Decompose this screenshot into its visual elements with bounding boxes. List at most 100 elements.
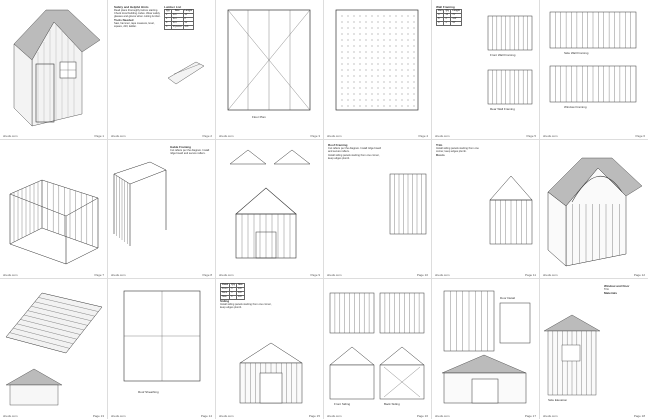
page-doors: Door Detail sheds.com Page 17 — [432, 279, 540, 419]
page-number: Page 8 — [202, 273, 212, 278]
front-siding-drawing — [239, 343, 303, 404]
side-elevation-label: Side Elevation — [548, 398, 568, 402]
page-roof-frame: sheds.com Page 12 — [540, 140, 648, 280]
shed-perspective-drawing — [13, 9, 101, 127]
page-side-framing: Side Wall Framing Window Framing sheds.c… — [540, 0, 648, 140]
page-frame-perspective: sheds.com Page 7 — [0, 139, 108, 280]
rafter-cell: 4 — [443, 21, 452, 26]
front-wall-label: Front Wall Framing — [490, 53, 516, 57]
lumber-cell: Length — [182, 9, 195, 14]
page-number: Page 12 — [633, 273, 645, 278]
windows-notes: Window and Door Trim Materials — [604, 285, 644, 295]
page-number: Page 4 — [418, 133, 428, 138]
side-wall-framing-drawing: Side Wall Framing Window Framing — [549, 11, 637, 109]
page-number: Page 14 — [200, 414, 212, 418]
page-number: Page 3 — [310, 133, 320, 138]
page-side-elevation: Side Elevation Window and Door Trim Mate… — [540, 279, 648, 419]
page-roof-sheathing: sheds.com Page 13 — [0, 279, 108, 419]
gable-table-block: Roof Framing Cut rafters per the diagram… — [328, 143, 384, 161]
lumber-cell: 3 — [164, 25, 172, 30]
page-number: Page 17 — [524, 414, 536, 418]
page-brand: sheds.com — [327, 133, 342, 138]
sheathing-plan-drawing: Roof Sheathing — [123, 291, 201, 394]
front-wall-framing-drawing: Front Wall Framing — [487, 15, 533, 57]
page-number: Page 18 — [633, 414, 645, 418]
tools-body: Saw, hammer, tape measure, level, square… — [114, 22, 155, 28]
siding-panels-drawing: Front Siding Back Siding — [329, 293, 425, 406]
rear-wall-framing-drawing: Rear Wall Framing — [487, 69, 533, 111]
front-siding-label: Front Siding — [334, 402, 351, 406]
page-number: Page 1 — [94, 133, 104, 138]
siding-title: Siding — [220, 299, 230, 304]
page-brand: sheds.com — [219, 414, 234, 418]
floor-grid-drawing — [335, 9, 419, 111]
page-gable-table: Roof Framing Cut rafters per the diagram… — [324, 139, 432, 280]
tools-title: Tools Needed — [114, 18, 134, 22]
page-floor-framing: sheds.com Page 4 — [324, 0, 432, 140]
framing-title: Wall Framing — [436, 5, 455, 9]
page-brand: sheds.com — [543, 273, 558, 278]
frame-perspective-drawing — [9, 179, 99, 264]
front-elevation-small — [5, 369, 63, 406]
page-siding-panels: Front Siding Back Siding sheds.com Page … — [324, 279, 432, 419]
page-number: Page 5 — [526, 133, 536, 138]
trim-notes: Trim Install siding panels starting from… — [436, 142, 484, 157]
page-brand: sheds.com — [435, 133, 450, 138]
page-brand: sheds.com — [435, 414, 450, 418]
safety-body: Read plans thoroughly before starting. C… — [114, 9, 161, 18]
page-number: Page 13 — [92, 414, 104, 418]
door-detail-label: Door Detail — [500, 296, 515, 300]
page-sheathing-plan: Roof Sheathing sheds.com Page 14 — [108, 279, 216, 419]
roof-sheathing-drawing — [5, 293, 103, 354]
roof-body: Cut rafters per the diagram. Install rid… — [170, 148, 210, 155]
roof-frame-perspective-drawing — [547, 157, 643, 267]
safety-text: Safety and Helpful Hints Read plans thor… — [114, 6, 162, 29]
page-brand: sheds.com — [435, 273, 450, 278]
page-number: Page 2 — [202, 133, 212, 138]
window-framing-label: Window Framing — [564, 105, 587, 109]
page-brand: sheds.com — [219, 273, 234, 278]
page-brand: sheds.com — [111, 133, 126, 138]
page-brand: sheds.com — [111, 273, 126, 278]
gable-end-drawing — [489, 175, 533, 244]
materials-title: Materials — [604, 291, 618, 296]
siding-body: Install siding panels starting from one … — [328, 153, 380, 160]
page-brand: sheds.com — [3, 133, 18, 138]
rafter-cell: C — [435, 21, 445, 26]
floor-plan-label: Floor Plan — [252, 115, 266, 119]
lumber-title: Lumber List — [164, 5, 182, 9]
gable-framing-drawing — [389, 173, 427, 234]
lumber-cell: Plywood — [170, 25, 184, 30]
side-wall-label: Side Wall Framing — [564, 51, 589, 55]
siding-body-2: Install siding panels starting from one … — [220, 303, 272, 310]
siding-cell: 4 — [229, 295, 237, 301]
page-brand: sheds.com — [543, 414, 558, 418]
side-elevation-drawing: Side Elevation — [543, 315, 601, 402]
wall-assembly-drawing — [113, 161, 167, 246]
page-safety: Safety and Helpful Hints Read plans thor… — [108, 0, 216, 140]
trim-title: Trim — [436, 142, 443, 147]
page-number: Page 11 — [525, 273, 536, 278]
page-brand: sheds.com — [327, 273, 342, 278]
safety-title: Safety and Helpful Hints — [114, 5, 149, 9]
rafter-details-drawing — [229, 149, 311, 258]
page-brand: sheds.com — [327, 414, 342, 418]
page-number: Page 10 — [416, 273, 428, 278]
page-brand: sheds.com — [543, 133, 558, 138]
page-number: Page 9 — [310, 273, 320, 278]
rafter-cell: Length — [450, 9, 462, 14]
